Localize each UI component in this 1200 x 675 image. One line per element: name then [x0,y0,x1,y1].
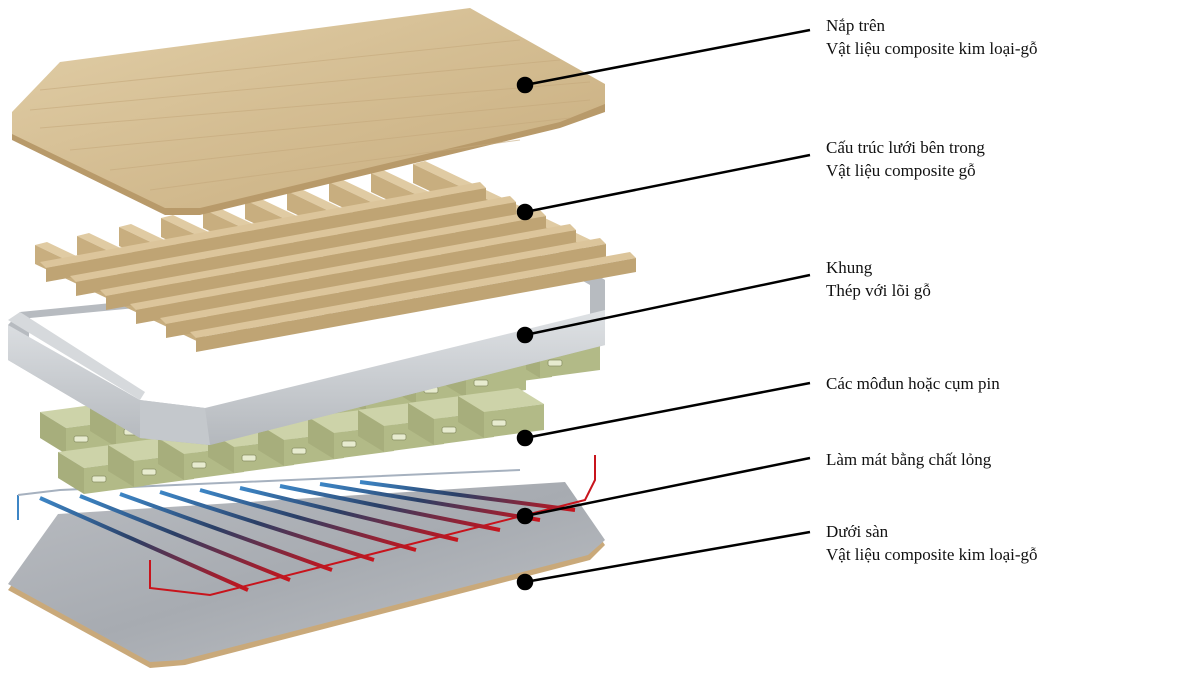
label-top-cover-material: Vật liệu composite kim loại-gỗ [826,39,1038,58]
grid-slat-cross [130,224,576,324]
label-battery-title: Các môđun hoặc cụm pin [826,374,1000,393]
label-bottom-floor-title: Dưới sàn [826,522,889,541]
label-frame: Khung Thép với lõi gỗ [826,256,931,302]
battery-module [458,388,544,438]
inner-grid-structure [35,161,636,352]
label-cooling-title: Làm mát bằng chất lỏng [826,450,992,469]
liquid-cooling-pipes [17,455,596,597]
label-bottom-floor: Dưới sàn Vật liệu composite kim loại-gỗ [826,520,1038,566]
label-bottom-floor-material: Vật liệu composite kim loại-gỗ [826,545,1038,564]
leader-lines [516,28,811,591]
label-cooling: Làm mát bằng chất lỏng [826,448,991,471]
label-inner-grid-material: Vật liệu composite gỗ [826,161,976,180]
top-cover-plate [12,8,605,215]
grid-slat-cross [70,196,516,296]
label-frame-title: Khung [826,258,873,277]
label-inner-grid: Cấu trúc lưới bên trong Vật liệu composi… [826,136,985,182]
label-inner-grid-title: Cấu trúc lưới bên trong [826,138,985,157]
grid-slat-cross [160,238,606,338]
grid-slat-cross [100,210,546,310]
label-battery: Các môđun hoặc cụm pin [826,372,1000,395]
grid-slat-cross [40,182,486,282]
grid-slat-cross [190,252,636,352]
label-top-cover-title: Nắp trên [826,16,886,35]
bottom-floor-plate [8,482,605,668]
label-frame-material: Thép với lõi gỗ [826,281,931,300]
label-top-cover: Nắp trên Vật liệu composite kim loại-gỗ [826,14,1038,60]
